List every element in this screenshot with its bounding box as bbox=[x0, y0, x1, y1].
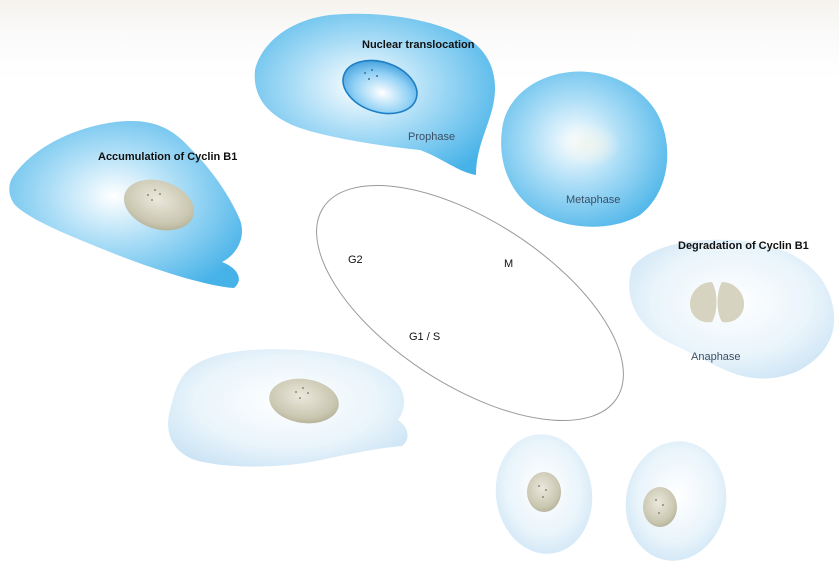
label-prophase: Prophase bbox=[408, 131, 455, 143]
daughter-cell-2 bbox=[616, 433, 735, 569]
label-g2: G2 bbox=[348, 254, 363, 266]
label-metaphase: Metaphase bbox=[566, 194, 620, 206]
daughter-cell-1 bbox=[488, 428, 600, 560]
cell-g1 bbox=[168, 349, 407, 466]
label-anaphase: Anaphase bbox=[691, 351, 741, 363]
label-g1-s: G1 / S bbox=[409, 331, 440, 343]
cell-accumulation bbox=[9, 121, 242, 288]
daughter-cell-2-nucleus bbox=[643, 487, 677, 527]
daughter-cell-1-nucleus bbox=[527, 472, 561, 512]
label-m: M bbox=[504, 258, 513, 270]
label-accumulation-cyclin-b1: Accumulation of Cyclin B1 bbox=[98, 151, 237, 163]
cell-prophase bbox=[255, 14, 495, 175]
label-degradation-cyclin-b1: Degradation of Cyclin B1 bbox=[678, 240, 809, 252]
metaphase-chromosomes bbox=[560, 123, 620, 167]
label-nuclear-translocation: Nuclear translocation bbox=[362, 39, 474, 51]
